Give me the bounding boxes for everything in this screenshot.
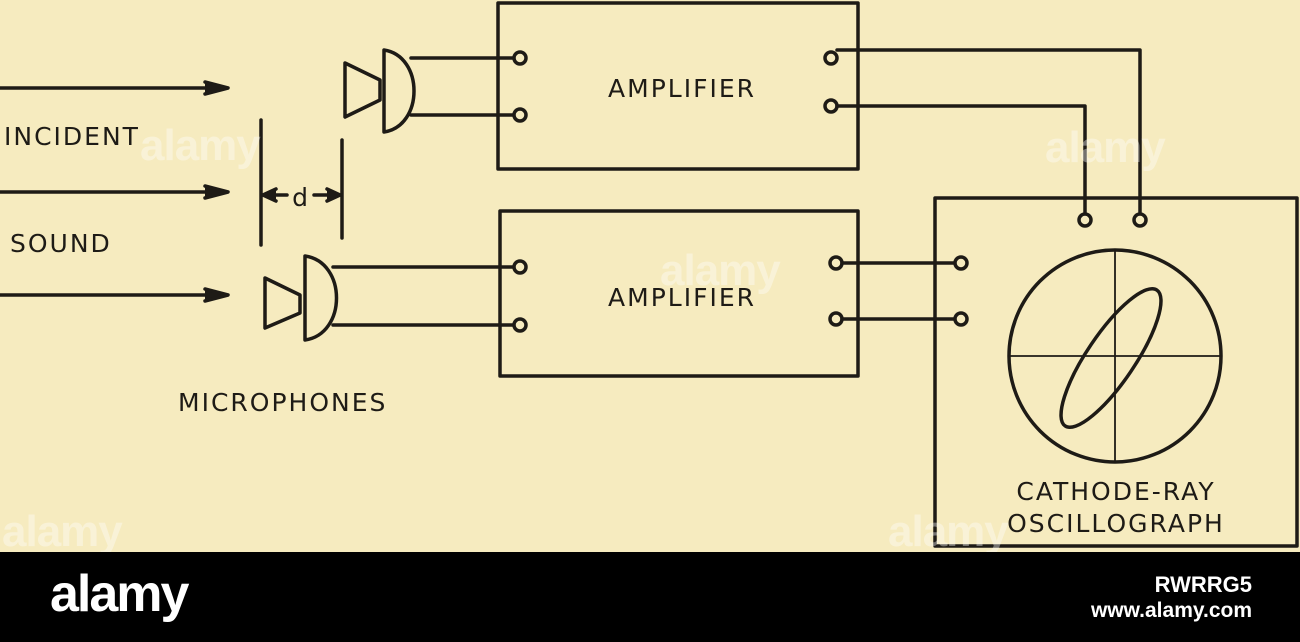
watermark-text: alamy (1045, 123, 1166, 172)
amplifier-bottom-label: AMPLIFIER (608, 283, 756, 312)
microphone-bottom (263, 254, 522, 342)
site-url[interactable]: www.alamy.com (1090, 599, 1252, 622)
amplifier-top-box (496, 1, 860, 171)
sound-label: SOUND (10, 229, 112, 258)
oscillograph-box (933, 196, 1299, 548)
image-info: RWRRG5 www.alamy.com (1091, 572, 1252, 624)
incident-arrow-bottom (0, 287, 230, 303)
amplifier-bottom-box (498, 209, 860, 378)
diagram-area: INCIDENT SOUND d MICROPHONES AMPLIFIER A… (0, 0, 1300, 552)
microphone-top (343, 48, 522, 134)
lissajous-ellipse-trace (1059, 286, 1163, 430)
acoustic-measurement-diagram: INCIDENT SOUND d MICROPHONES AMPLIFIER A… (0, 0, 1300, 552)
microphones-label: MICROPHONES (178, 388, 387, 417)
incident-arrow-middle (0, 184, 230, 200)
oscillograph-screen (1007, 248, 1223, 464)
oscillograph-label-line2: OSCILLOGRAPH (1007, 509, 1225, 538)
incident-arrow-top (0, 80, 230, 96)
oscillograph-label-line1: CATHODE-RAY (1016, 477, 1215, 506)
watermark-layer: alamy alamy alamy alamy alamy (2, 121, 1167, 552)
alamy-logo[interactable]: alamy (50, 565, 189, 623)
top-amplifier-wiring (835, 48, 1142, 214)
watermark-text: alamy (888, 507, 1009, 552)
stock-footer-bar: alamy RWRRG5 www.alamy.com (0, 552, 1300, 642)
distance-marker (259, 118, 344, 247)
amplifier-top-label: AMPLIFIER (608, 74, 756, 103)
distance-label: d (292, 183, 310, 212)
watermark-text: alamy (660, 246, 781, 295)
watermark-text: alamy (2, 507, 123, 552)
incident-label: INCIDENT (4, 122, 140, 151)
image-id: RWRRG5 (1154, 572, 1252, 597)
watermark-text: alamy (140, 121, 261, 170)
